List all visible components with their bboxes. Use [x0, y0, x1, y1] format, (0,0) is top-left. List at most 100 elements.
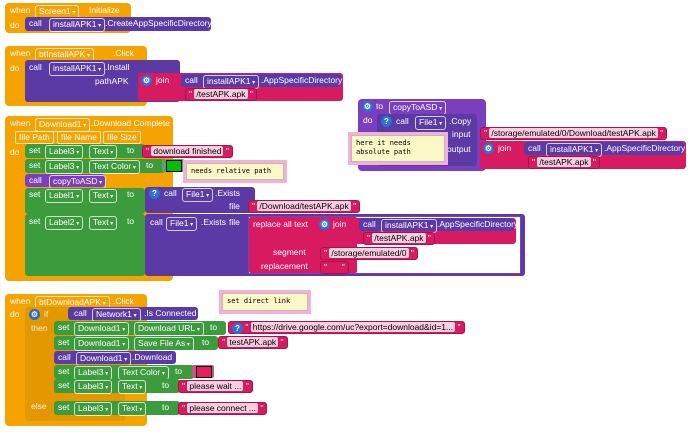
- component-dropdown[interactable]: Download1: [35, 118, 91, 132]
- property-name: .AppSpecificDirectory: [604, 143, 686, 153]
- replacement-string[interactable]: " ": [320, 261, 349, 274]
- url-string[interactable]: ? " https://drive.google.com/uc?export=d…: [228, 321, 465, 334]
- param-file-name[interactable]: file Name: [57, 131, 101, 144]
- replacement-label: replacement: [261, 261, 308, 271]
- set-keyword: set: [29, 160, 41, 170]
- set-label3-text-block[interactable]: set Label3 Text to: [25, 144, 145, 159]
- component-dropdown[interactable]: installAPK1: [381, 219, 438, 233]
- property-dropdown[interactable]: Text: [89, 189, 118, 203]
- do-keyword: do: [10, 309, 20, 319]
- mutator-gear-icon[interactable]: ⚙: [141, 75, 152, 86]
- set-label3-textcolor-block[interactable]: set Label3 Text Color to: [54, 365, 194, 380]
- help-icon[interactable]: ?: [232, 323, 243, 334]
- component-dropdown[interactable]: Label3: [45, 145, 84, 159]
- set-label1-text-block[interactable]: set Label1 Text to: [25, 188, 145, 214]
- to-keyword: to: [127, 145, 135, 155]
- create-dir-call-block[interactable]: call installAPK1 .CreateAppSpecificDirec…: [25, 17, 212, 32]
- color-block-pink[interactable]: [192, 365, 214, 378]
- file-exists-call-block[interactable]: ? call File1 .Exists file: [145, 187, 255, 213]
- call-keyword: call: [58, 352, 71, 362]
- param-label: pathAPK: [95, 76, 129, 86]
- property-dropdown[interactable]: Text Color: [118, 366, 169, 380]
- string-literal[interactable]: " /Download/testAPK.apk ": [248, 200, 361, 213]
- property-name: .AppSpecificDirectory: [437, 219, 519, 229]
- property-dropdown[interactable]: Text: [89, 216, 118, 230]
- component-dropdown[interactable]: Label3: [74, 402, 113, 416]
- string-literal[interactable]: " download finished ": [142, 145, 233, 158]
- segment-string[interactable]: " /storage/emulated/0 ": [320, 247, 418, 260]
- output-label: output: [447, 144, 471, 154]
- property-dropdown[interactable]: Text: [118, 380, 147, 394]
- component-dropdown[interactable]: Label2: [45, 216, 84, 230]
- component-dropdown[interactable]: File1: [166, 217, 198, 231]
- component-dropdown[interactable]: Label1: [45, 189, 84, 203]
- set-label3-textcolor-block[interactable]: set Label3 Text Color to: [25, 159, 165, 174]
- string-literal[interactable]: " /testAPK.apk ": [185, 88, 257, 101]
- param-file-size[interactable]: file Size: [103, 131, 141, 144]
- color-swatch: [196, 366, 212, 378]
- to-keyword: to: [146, 160, 154, 170]
- mutator-gear-icon[interactable]: ⚙: [362, 101, 373, 112]
- procedure-name[interactable]: copyToASD: [389, 101, 447, 115]
- to-keyword: to: [175, 366, 183, 376]
- component-dropdown[interactable]: installAPK1: [203, 75, 260, 89]
- property-dropdown[interactable]: Text Color: [89, 160, 140, 174]
- component-dropdown[interactable]: Download1: [74, 322, 130, 336]
- comment-relative-path[interactable]: needs relative path: [186, 163, 284, 180]
- comment-absolute-path[interactable]: here it needs absolute path: [351, 135, 445, 162]
- component-dropdown[interactable]: Label3: [74, 380, 113, 394]
- when-keyword: when: [10, 296, 31, 306]
- mutator-gear-icon[interactable]: ⚙: [483, 143, 494, 154]
- download-call-block[interactable]: call Download1 .Download: [54, 351, 176, 366]
- app-specific-dir-getter[interactable]: call installAPK1 .AppSpecificDirectory: [359, 218, 518, 233]
- set-keyword: set: [58, 402, 70, 412]
- call-copy-procedure[interactable]: call copyToASD: [25, 174, 107, 189]
- component-dropdown[interactable]: File1: [415, 116, 447, 130]
- component-dropdown[interactable]: Label3: [45, 160, 84, 174]
- component-dropdown[interactable]: installAPK1: [49, 62, 106, 76]
- network-isconnected-call[interactable]: call Network1 .Is Connected: [68, 307, 198, 322]
- procedure-dropdown[interactable]: copyToASD: [49, 175, 107, 189]
- file-label: file: [229, 217, 240, 227]
- component-dropdown[interactable]: Download1: [74, 337, 130, 351]
- input-string[interactable]: " /storage/emulated/0/Download/testAPK.a…: [480, 127, 668, 140]
- component-dropdown[interactable]: installAPK1: [546, 143, 603, 157]
- set-download-url-block[interactable]: set Download1 Download URL to: [54, 321, 226, 336]
- component-dropdown[interactable]: Label3: [74, 366, 113, 380]
- call-keyword: call: [74, 308, 87, 318]
- method-name: .Exists: [201, 217, 227, 227]
- call-keyword: call: [164, 188, 177, 198]
- component-dropdown[interactable]: Download1: [76, 352, 132, 366]
- join-keyword: join: [498, 143, 512, 153]
- component-dropdown[interactable]: File1: [182, 188, 214, 202]
- property-dropdown[interactable]: Text: [118, 402, 147, 416]
- comment-direct-link[interactable]: set direct link: [222, 293, 308, 311]
- param-file-path[interactable]: file Path: [15, 131, 54, 144]
- string-literal[interactable]: " testAPK.apk ": [218, 336, 288, 349]
- property-dropdown[interactable]: Download URL: [134, 322, 204, 336]
- string-literal[interactable]: " please connect ... ": [178, 402, 268, 415]
- input-label: input: [452, 129, 471, 139]
- help-icon[interactable]: ?: [149, 188, 160, 199]
- set-label3-text-block[interactable]: set Label3 Text to: [54, 379, 180, 394]
- help-icon[interactable]: ?: [381, 116, 392, 127]
- property-name: .AppSpecificDirectory: [261, 75, 343, 85]
- app-specific-dir-getter[interactable]: call installAPK1 .AppSpecificDirectory: [181, 74, 343, 89]
- property-dropdown[interactable]: Text: [89, 145, 118, 159]
- string-literal[interactable]: " please wait ... ": [178, 380, 253, 393]
- string-literal[interactable]: " /testAPK.apk ": [528, 156, 600, 169]
- component-dropdown[interactable]: installAPK1: [49, 18, 106, 32]
- set-label2-text-block[interactable]: set Label2 Text to: [25, 214, 145, 276]
- event-name: .Download Complete: [91, 118, 170, 128]
- string-literal[interactable]: " /testAPK.apk ": [363, 232, 435, 245]
- property-dropdown[interactable]: Save File As: [134, 337, 194, 351]
- mutator-gear-icon[interactable]: ⚙: [29, 309, 40, 320]
- set-save-file-as-block[interactable]: set Download1 Save File As to: [54, 336, 218, 351]
- app-specific-dir-getter[interactable]: call installAPK1 .AppSpecificDirectory: [524, 142, 686, 157]
- set-keyword: set: [29, 145, 41, 155]
- mutator-gear-icon[interactable]: ⚙: [319, 219, 330, 230]
- component-dropdown[interactable]: Network1: [92, 308, 141, 322]
- color-block-green[interactable]: [162, 159, 184, 172]
- to-keyword: to: [162, 380, 170, 390]
- else-set-label3-text-block[interactable]: set Label3 Text to: [54, 401, 180, 416]
